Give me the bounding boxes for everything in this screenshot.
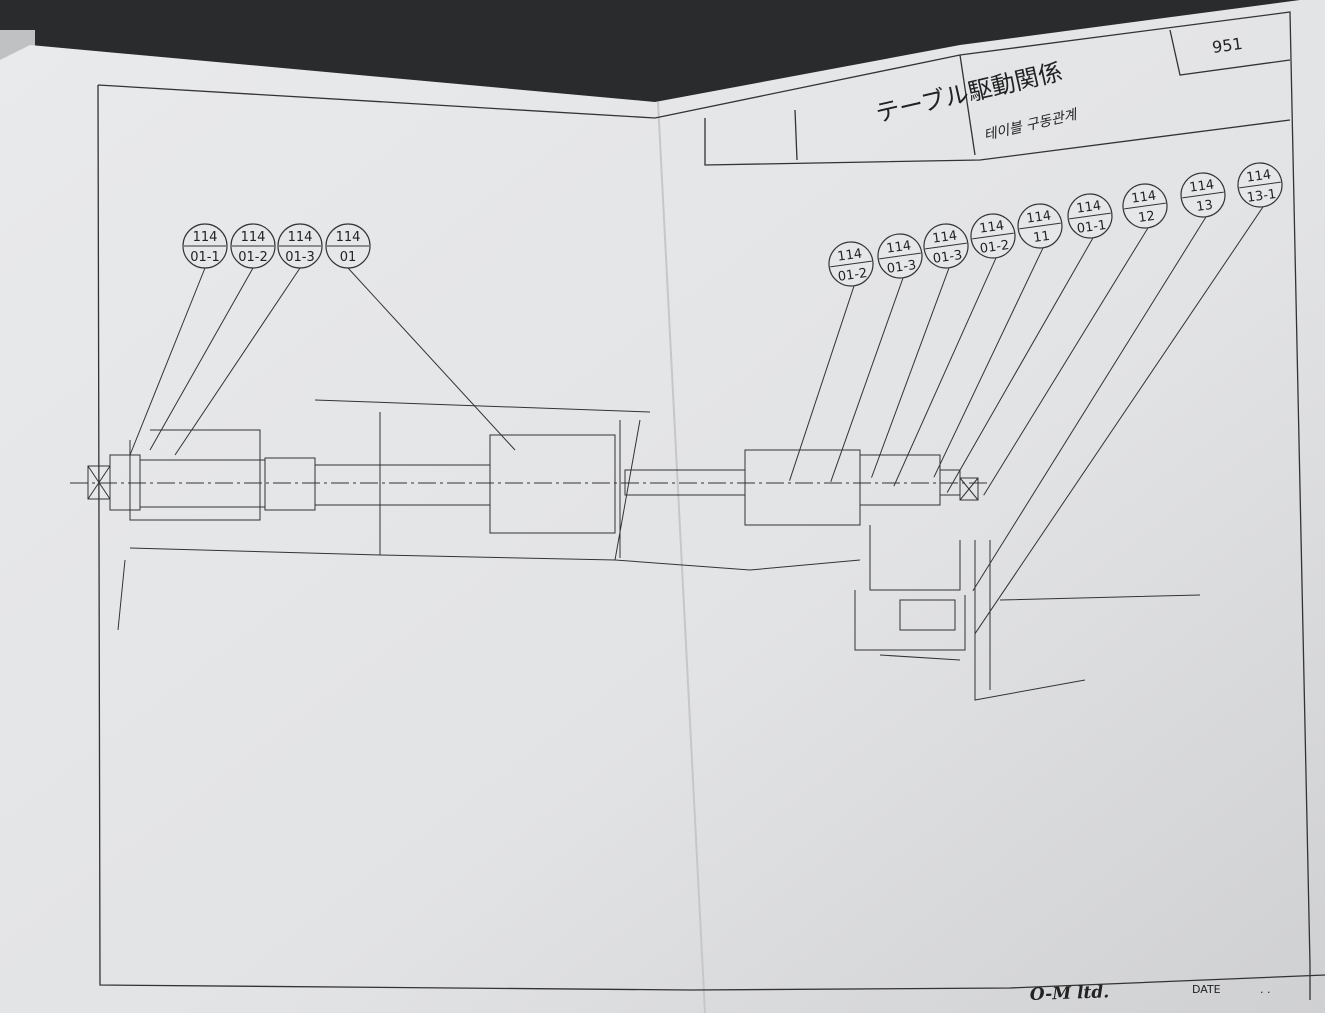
balloon-top: 114 bbox=[885, 238, 912, 256]
balloon-top: 114 bbox=[1130, 188, 1157, 206]
balloon-bottom: 13 bbox=[1195, 198, 1213, 215]
balloon-bottom: 01-2 bbox=[979, 238, 1010, 257]
callout-balloon: 114 01-1 bbox=[946, 193, 1113, 493]
drawing-border bbox=[97, 11, 1325, 1000]
callout-balloon: 114 01-2 bbox=[789, 241, 874, 481]
callout-balloon: 114 01-3 bbox=[871, 223, 969, 478]
footer: O-M ltd. DATE . . bbox=[1029, 982, 1270, 1005]
balloon-divider bbox=[925, 242, 967, 250]
callout-balloon: 114 13-1 bbox=[974, 162, 1283, 635]
balloon-top: 114 bbox=[1025, 208, 1052, 226]
balloon-bottom: 01 bbox=[340, 250, 357, 265]
leader-line bbox=[933, 247, 1044, 478]
date-value: . . bbox=[1260, 983, 1271, 996]
callout-balloon: 114 01-2 bbox=[149, 223, 276, 451]
page-number: 951 bbox=[1211, 34, 1244, 57]
balloon-bottom: 13-1 bbox=[1246, 187, 1277, 206]
leader-line bbox=[871, 267, 950, 478]
balloon-top: 114 bbox=[336, 230, 361, 245]
balloon-divider bbox=[1019, 222, 1061, 230]
balloon-divider bbox=[1124, 202, 1166, 210]
balloon-divider bbox=[1182, 191, 1224, 199]
balloon-bottom: 01-2 bbox=[837, 266, 868, 285]
callout-balloon: 114 13 bbox=[972, 172, 1226, 592]
balloon-bottom: 01-1 bbox=[190, 250, 220, 265]
balloon-top: 114 bbox=[288, 230, 313, 245]
company-name: O-M ltd. bbox=[1029, 982, 1109, 1005]
balloon-bottom: 12 bbox=[1137, 209, 1155, 226]
balloon-top: 114 bbox=[1188, 177, 1215, 195]
balloon-top: 114 bbox=[193, 230, 218, 245]
balloon-bottom: 01-3 bbox=[285, 250, 315, 265]
callout-balloon: 114 12 bbox=[983, 183, 1168, 496]
balloon-bottom: 01-3 bbox=[886, 258, 917, 277]
leader-line bbox=[830, 277, 904, 483]
leader-line bbox=[149, 267, 254, 451]
balloon-top: 114 bbox=[978, 218, 1005, 236]
leader-line bbox=[129, 267, 206, 456]
page-fold bbox=[657, 101, 706, 1013]
leader-line bbox=[946, 237, 1094, 493]
leader-line bbox=[893, 257, 997, 487]
balloon-top: 114 bbox=[1075, 198, 1102, 216]
callout-balloon: 114 11 bbox=[933, 203, 1063, 478]
callout-balloon: 114 01 bbox=[325, 223, 516, 451]
balloon-top: 114 bbox=[241, 230, 266, 245]
date-label: DATE bbox=[1192, 983, 1221, 996]
balloon-bottom: 01-2 bbox=[238, 250, 268, 265]
leader-line bbox=[174, 267, 301, 456]
balloon-divider bbox=[1239, 181, 1281, 189]
balloon-divider bbox=[972, 232, 1014, 240]
callout-balloon: 114 01-3 bbox=[174, 223, 323, 456]
balloon-top: 114 bbox=[836, 246, 863, 264]
leader-line bbox=[347, 267, 516, 451]
callout-balloons: 114 01-1 114 01-2 114 01-3 114 01 114 01… bbox=[129, 162, 1283, 635]
leader-line bbox=[789, 285, 855, 481]
leader-line bbox=[974, 206, 1264, 635]
balloon-bottom: 01-3 bbox=[932, 248, 963, 267]
callout-balloon: 114 01-1 bbox=[129, 223, 228, 456]
balloon-divider bbox=[879, 252, 921, 260]
callout-balloon: 114 01-2 bbox=[893, 213, 1016, 487]
leader-line bbox=[972, 216, 1207, 592]
shaft-assembly bbox=[70, 399, 1201, 701]
leader-line bbox=[983, 227, 1149, 496]
balloon-bottom: 01-1 bbox=[1076, 218, 1107, 237]
balloon-divider bbox=[1069, 212, 1111, 220]
balloon-top: 114 bbox=[931, 228, 958, 246]
callout-balloon: 114 01-3 bbox=[830, 233, 923, 483]
balloon-bottom: 11 bbox=[1032, 229, 1050, 246]
balloon-divider bbox=[830, 260, 872, 268]
balloon-top: 114 bbox=[1245, 167, 1272, 185]
